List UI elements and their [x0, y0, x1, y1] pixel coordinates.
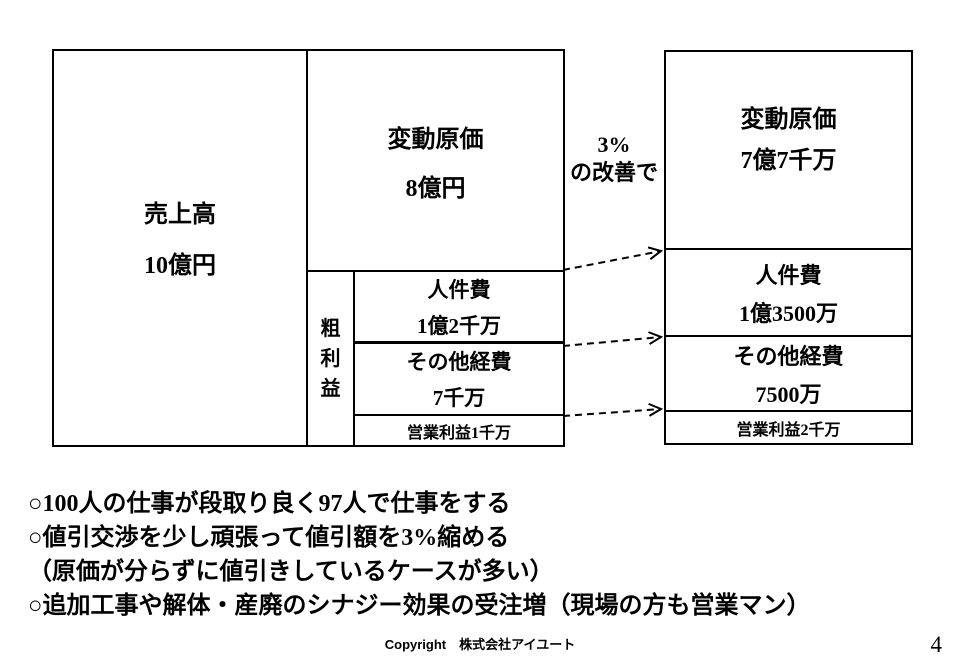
note-line: （原価が分らずに値引きしているケースが多い）	[28, 559, 554, 585]
labor-cost-label: 人件費	[755, 262, 822, 288]
variable-cost-cell-after: 変動原価 7億7千万	[666, 52, 911, 250]
improvement-line1: 3%	[597, 132, 631, 157]
before-cost-structure-box: 売上高 10億円 変動原価 8億円 粗 利 益 人件費 1億2千万 その他経費 …	[52, 49, 565, 447]
gross-profit-char: 利	[320, 347, 341, 370]
variable-cost-value: 8億円	[405, 175, 466, 202]
before-lower-area: 粗 利 益 人件費 1億2千万 その他経費 7千万 営業利益1千万	[308, 272, 563, 445]
arrow-labor-cost	[562, 331, 664, 347]
operating-profit-cell-before: 営業利益1千万	[355, 416, 563, 445]
improvement-label: 3% の改善で	[557, 131, 671, 187]
labor-cost-value: 1億2千万	[417, 313, 501, 338]
other-expenses-cell-before: その他経費 7千万	[355, 344, 563, 416]
notes-list: ○100人の仕事が段取り良く97人で仕事をする ○値引交渉を少し頑張って値引額を…	[28, 487, 938, 623]
labor-cost-cell-before: 人件費 1億2千万	[355, 272, 563, 344]
operating-profit-text: 営業利益2千万	[736, 421, 841, 439]
variable-cost-label: 変動原価	[387, 126, 484, 153]
gross-profit-char: 益	[320, 377, 341, 400]
other-expenses-value: 7500万	[755, 381, 822, 407]
copyright-text: Copyright 株式会社アイユート	[384, 637, 576, 652]
page-number: 4	[930, 632, 943, 657]
gross-profit-char: 粗	[320, 317, 341, 340]
arrow-other-expenses	[562, 402, 664, 417]
labor-cost-cell-after: 人件費 1億3500万	[666, 250, 911, 337]
sales-cell: 売上高 10億円	[54, 51, 308, 445]
note-line: ○追加工事や解体・産廃のシナジー効果の受注増（現場の方も営業マン）	[28, 593, 811, 619]
variable-cost-cell-before: 変動原価 8億円	[308, 51, 563, 272]
other-expenses-label: その他経費	[406, 350, 512, 374]
after-cost-structure-box: 変動原価 7億7千万 人件費 1億3500万 その他経費 7500万 営業利益2…	[664, 50, 913, 445]
arrow-variable-cost	[562, 246, 664, 271]
labor-cost-label: 人件費	[427, 277, 491, 302]
other-expenses-label: その他経費	[733, 343, 844, 369]
other-expenses-cell-after: その他経費 7500万	[666, 337, 911, 412]
other-expenses-value: 7千万	[432, 386, 486, 410]
before-expense-stack: 人件費 1億2千万 その他経費 7千万 営業利益1千万	[355, 272, 563, 445]
labor-cost-value: 1億3500万	[738, 300, 838, 326]
variable-cost-label: 変動原価	[740, 107, 837, 133]
note-line: ○100人の仕事が段取り良く97人で仕事をする	[28, 491, 511, 517]
gross-profit-column: 粗 利 益	[308, 272, 355, 445]
operating-profit-cell-after: 営業利益2千万	[666, 412, 911, 443]
sales-value: 10億円	[144, 253, 216, 279]
variable-cost-value: 7億7千万	[740, 148, 837, 174]
note-line: ○値引交渉を少し頑張って値引額を3%縮める	[28, 525, 510, 551]
operating-profit-text: 営業利益1千万	[406, 424, 511, 442]
improvement-line2: の改善で	[569, 160, 658, 185]
sales-label: 売上高	[144, 202, 216, 228]
